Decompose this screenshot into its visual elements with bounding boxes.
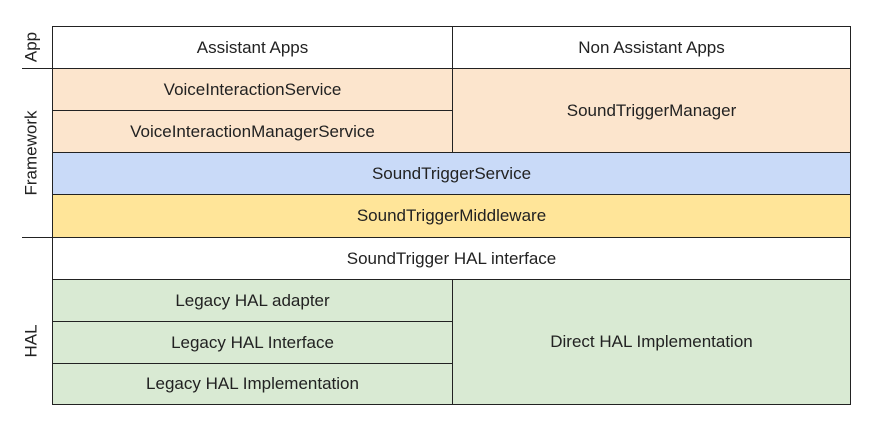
sound-trigger-service-box: SoundTriggerService xyxy=(52,152,851,195)
sound-trigger-manager-box: SoundTriggerManager xyxy=(452,68,851,153)
section-label-hal: HAL xyxy=(21,324,41,358)
legacy-hal-adapter-box: Legacy HAL adapter xyxy=(52,279,453,322)
non-assistant-apps-box: Non Assistant Apps xyxy=(452,26,851,69)
section-divider-app-framework xyxy=(22,68,52,69)
voice-interaction-manager-service-box: VoiceInteractionManagerService xyxy=(52,110,453,153)
legacy-hal-implementation-box: Legacy HAL Implementation xyxy=(52,363,453,405)
section-label-framework: Framework xyxy=(21,110,41,196)
assistant-apps-box: Assistant Apps xyxy=(52,26,453,69)
sound-trigger-hal-interface-box: SoundTrigger HAL interface xyxy=(52,237,851,280)
section-label-app: App xyxy=(21,31,41,63)
legacy-hal-interface-box: Legacy HAL Interface xyxy=(52,321,453,364)
sound-trigger-middleware-box: SoundTriggerMiddleware xyxy=(52,194,851,238)
section-divider-framework-hal xyxy=(22,237,52,238)
direct-hal-implementation-box: Direct HAL Implementation xyxy=(452,279,851,405)
voice-interaction-service-box: VoiceInteractionService xyxy=(52,68,453,111)
